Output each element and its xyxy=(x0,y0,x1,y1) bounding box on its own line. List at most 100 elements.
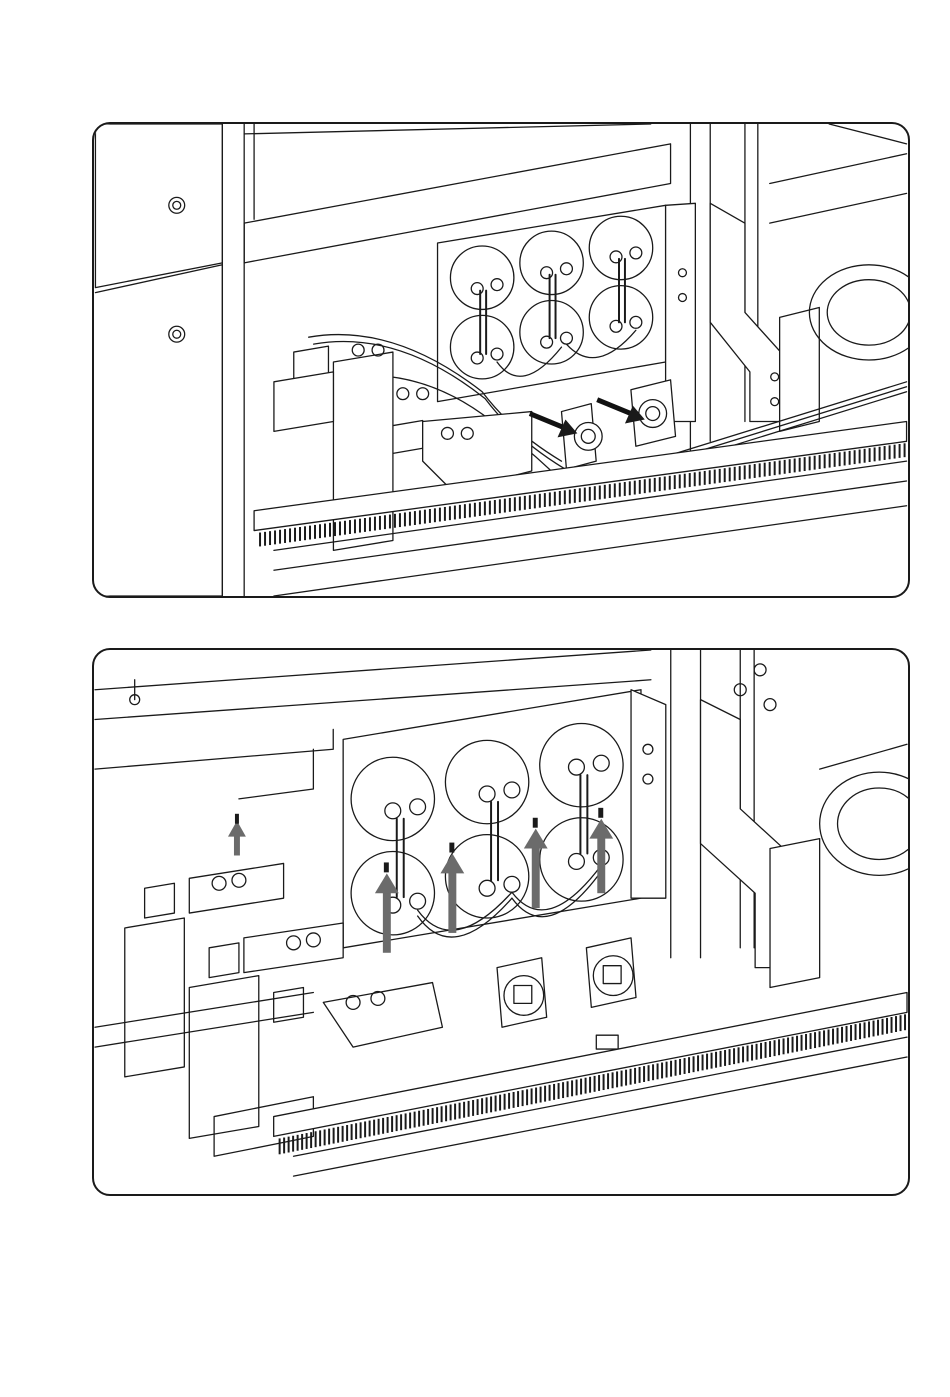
duct-tooth xyxy=(864,449,866,463)
duct-tooth xyxy=(657,1063,659,1079)
duct-tooth xyxy=(904,1014,906,1030)
duct-tooth xyxy=(474,503,476,517)
duct-tooth xyxy=(796,1036,798,1052)
duct-tooth xyxy=(889,445,891,459)
duct-tooth xyxy=(754,464,756,478)
duct-tooth xyxy=(654,478,656,492)
duct-tooth xyxy=(742,1046,744,1062)
duct-tooth xyxy=(399,513,401,527)
duct-tooth xyxy=(819,455,821,469)
duct-tooth xyxy=(553,1084,555,1100)
duct-tooth xyxy=(630,1069,632,1085)
duct-tooth xyxy=(544,1086,546,1102)
duct-tooth xyxy=(279,530,281,544)
duct-tooth xyxy=(819,1031,821,1047)
duct-tooth xyxy=(409,512,411,526)
duct-tooth xyxy=(297,1135,299,1151)
duct-tooth xyxy=(429,509,431,523)
duct-tooth xyxy=(274,530,276,544)
duct-tooth xyxy=(384,515,386,529)
duct-tooth xyxy=(418,1111,420,1127)
duct-tooth xyxy=(824,454,826,468)
duct-tooth xyxy=(549,492,551,506)
duct-tooth xyxy=(783,1038,785,1054)
duct-tooth xyxy=(283,1138,285,1154)
duct-tooth xyxy=(441,1106,443,1122)
duct-tooth xyxy=(837,1028,839,1044)
duct-tooth xyxy=(405,1113,407,1129)
duct-tooth xyxy=(661,1063,663,1079)
duct-tooth xyxy=(562,1082,564,1098)
duct-tooth xyxy=(624,482,626,496)
duct-tooth xyxy=(724,1050,726,1066)
duct-tooth xyxy=(504,1094,506,1110)
duct-tooth xyxy=(564,490,566,504)
duct-tooth xyxy=(324,524,326,538)
duct-tooth xyxy=(744,465,746,479)
duct-tooth xyxy=(549,1085,551,1101)
duct-tooth xyxy=(468,1101,470,1117)
duct-tooth xyxy=(309,526,311,540)
cabinet-door-left xyxy=(95,124,222,596)
duct-tooth xyxy=(339,521,341,535)
duct-tooth xyxy=(689,473,691,487)
duct-tooth xyxy=(612,1072,614,1088)
duct-tooth xyxy=(333,1128,335,1144)
duct-tooth xyxy=(844,452,846,466)
duct-tooth xyxy=(269,531,271,545)
duct-tooth xyxy=(389,515,391,529)
duct-tooth xyxy=(490,1096,492,1112)
duct-tooth xyxy=(839,452,841,466)
duct-tooth xyxy=(423,1110,425,1126)
duct-tooth xyxy=(729,468,731,482)
duct-tooth xyxy=(481,1098,483,1114)
duct-tooth xyxy=(849,451,851,465)
duct-tooth xyxy=(444,507,446,521)
duct-tooth xyxy=(589,487,591,501)
duct-tooth xyxy=(805,1034,807,1050)
duct-tooth xyxy=(391,1116,393,1132)
duct-tooth xyxy=(394,514,396,528)
duct-tooth xyxy=(729,1049,731,1065)
duct-tooth xyxy=(764,463,766,477)
duct-tooth xyxy=(699,472,701,486)
duct-tooth xyxy=(882,1019,884,1035)
duct-tooth xyxy=(879,447,881,461)
duct-tooth xyxy=(873,1021,875,1037)
duct-tooth xyxy=(884,446,886,460)
duct-tooth xyxy=(609,484,611,498)
duct-tooth xyxy=(841,1027,843,1043)
duct-tooth xyxy=(734,467,736,481)
duct-tooth xyxy=(279,1138,281,1154)
duct-tooth xyxy=(464,504,466,518)
duct-tooth xyxy=(784,460,786,474)
duct-tooth xyxy=(868,1021,870,1037)
duct-tooth xyxy=(674,475,676,489)
duct-tooth xyxy=(382,1118,384,1134)
duct-tooth xyxy=(404,512,406,526)
duct-tooth xyxy=(823,1030,825,1046)
duct-tooth xyxy=(739,466,741,480)
duct-tooth xyxy=(900,1015,902,1031)
duct-tooth xyxy=(859,1023,861,1039)
duct-tooth xyxy=(576,1079,578,1095)
duct-tooth xyxy=(299,527,301,541)
duct-tooth xyxy=(616,1071,618,1087)
duct-tooth xyxy=(715,1052,717,1068)
duct-tooth xyxy=(344,521,346,535)
duct-tooth xyxy=(315,1131,317,1147)
duct-tooth xyxy=(670,1061,672,1077)
duct-tooth xyxy=(589,1077,591,1093)
duct-tooth xyxy=(799,458,801,472)
duct-tooth xyxy=(579,488,581,502)
duct-tooth xyxy=(414,1112,416,1128)
duct-tooth xyxy=(567,1081,569,1097)
duct-tooth xyxy=(427,1109,429,1125)
duct-tooth xyxy=(495,1096,497,1112)
duct-tooth xyxy=(779,461,781,475)
illustration-panel-bottom xyxy=(92,648,910,1196)
duct-tooth xyxy=(524,496,526,510)
duct-tooth xyxy=(544,493,546,507)
duct-tooth xyxy=(454,1104,456,1120)
duct-tooth xyxy=(522,1090,524,1106)
